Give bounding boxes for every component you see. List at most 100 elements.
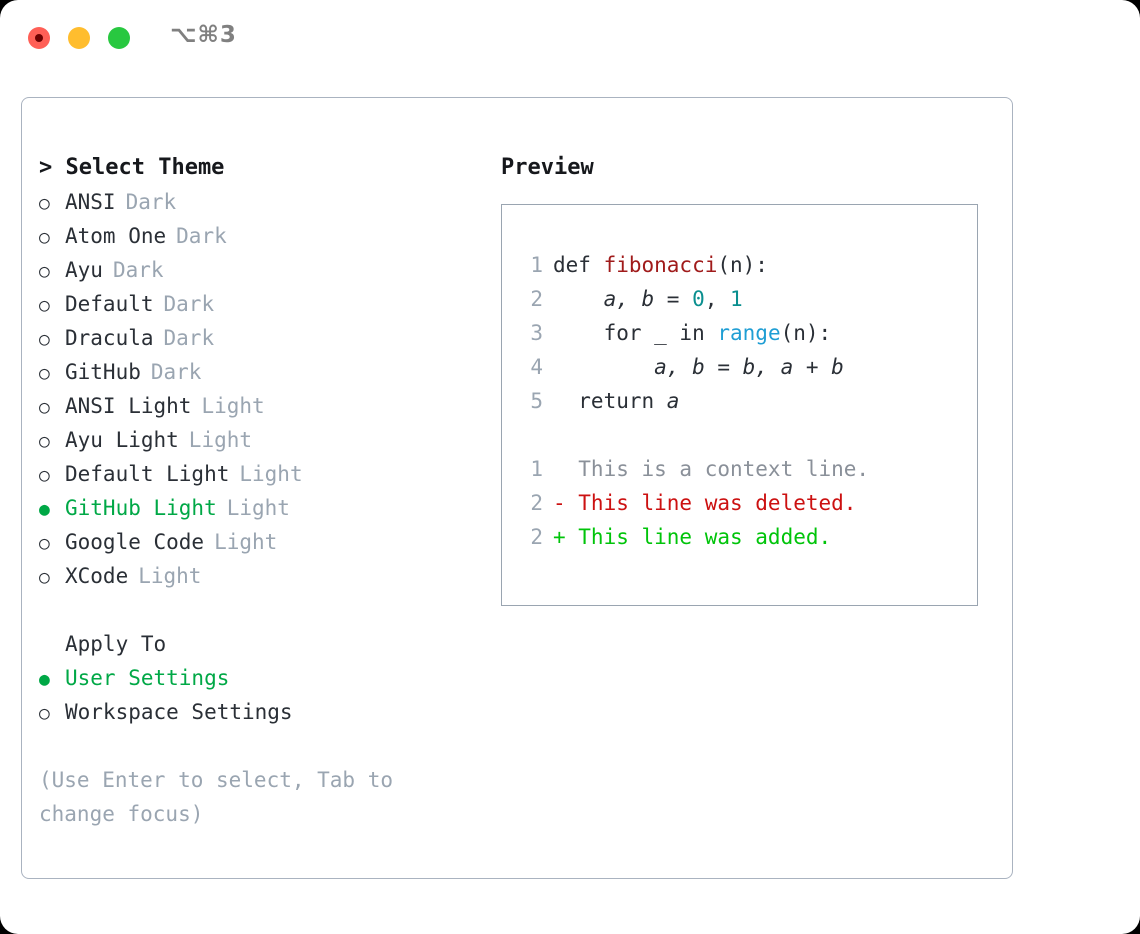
theme-option-label: GitHub Light — [65, 496, 217, 520]
theme-option-label: ANSI — [65, 190, 116, 214]
theme-option-xcode[interactable]: ○ XCode Light — [39, 559, 489, 593]
panel-spacer — [39, 593, 489, 627]
title-bar: ⌥⌘3 — [0, 0, 1140, 78]
radio-unselected-icon: ○ — [39, 193, 50, 214]
apply-to-option-label: Workspace Settings — [65, 700, 293, 724]
diff-text: - This line was deleted. — [553, 491, 857, 515]
diff-line-del: 2 - This line was deleted. — [515, 486, 971, 520]
apply-to-option-user-settings[interactable]: ● User Settings — [39, 661, 489, 695]
diff-text: + This line was added. — [553, 525, 832, 549]
code-token-num: 0 — [692, 287, 705, 311]
radio-unselected-icon: ○ — [39, 329, 50, 350]
apply-to-option-label: User Settings — [65, 666, 230, 690]
line-number: 1 — [530, 457, 543, 481]
code-line: 1 def fibonacci(n): — [515, 248, 971, 282]
radio-unselected-icon: ○ — [39, 703, 50, 724]
keyboard-shortcut-label: ⌥⌘3 — [170, 22, 237, 48]
minimize-window-button[interactable] — [68, 27, 90, 49]
line-number: 1 — [530, 253, 543, 277]
radio-unselected-icon: ○ — [39, 533, 50, 554]
code-token-var: a, b — [654, 355, 705, 379]
theme-option-google-code[interactable]: ○ Google Code Light — [39, 525, 489, 559]
radio-unselected-icon: ○ — [39, 567, 50, 588]
apply-to-heading-marker — [39, 629, 65, 663]
code-token-plain: def — [553, 253, 604, 277]
theme-variant-tag: Light — [239, 462, 303, 486]
code-token-plain — [553, 287, 604, 311]
theme-option-label: ANSI Light — [65, 394, 192, 418]
code-token-blue: range — [717, 321, 781, 345]
close-icon — [35, 34, 43, 42]
apply-to-heading-row: Apply To — [39, 627, 489, 661]
code-token-plain: return — [553, 389, 667, 413]
radio-unselected-icon: ○ — [39, 261, 50, 282]
code-token-plain: (n): — [717, 253, 768, 277]
maximize-window-button[interactable] — [108, 27, 130, 49]
radio-selected-icon: ● — [39, 499, 50, 520]
code-token-plain: (n): — [780, 321, 832, 345]
theme-variant-tag: Dark — [163, 326, 215, 350]
diff-text: This is a context line. — [553, 457, 870, 481]
theme-option-label: GitHub — [65, 360, 141, 384]
code-token-var: a — [666, 389, 680, 413]
apply-to-option-workspace-settings[interactable]: ○ Workspace Settings — [39, 695, 489, 729]
code-token-plain: = — [704, 355, 743, 379]
theme-option-label: Default Light — [65, 462, 230, 486]
line-number: 2 — [530, 491, 543, 515]
code-text: a, b = 0, 1 — [553, 282, 743, 316]
radio-unselected-icon: ○ — [39, 363, 50, 384]
select-theme-heading: > Select Theme — [39, 155, 225, 180]
radio-unselected-icon: ○ — [39, 431, 50, 452]
radio-unselected-icon: ○ — [39, 465, 50, 486]
code-token-plain: for _ in — [553, 321, 718, 345]
radio-selected-icon: ● — [39, 669, 50, 690]
diff-line-ctx: 1 This is a context line. — [515, 452, 971, 486]
code-text: def fibonacci(n): — [553, 248, 768, 282]
code-token-plain: , — [704, 287, 731, 311]
theme-option-github-light[interactable]: ● GitHub Light Light — [39, 491, 489, 525]
code-token-fn: fibonacci — [603, 253, 718, 277]
close-window-button[interactable] — [28, 27, 50, 49]
theme-option-label: Google Code — [65, 530, 205, 554]
apply-to-heading: Apply To — [65, 632, 167, 656]
theme-variant-tag: Light — [138, 564, 202, 588]
code-line: 2 a, b = 0, 1 — [515, 282, 971, 316]
theme-variant-tag: Light — [201, 394, 265, 418]
theme-variant-tag: Light — [214, 530, 278, 554]
keyboard-hint: (Use Enter to select, Tab to change focu… — [39, 768, 394, 826]
theme-option-label: XCode — [65, 564, 129, 588]
theme-variant-tag: Light — [226, 496, 290, 520]
line-number: 2 — [530, 525, 543, 549]
line-number: 3 — [530, 321, 543, 345]
line-number: 4 — [530, 355, 543, 379]
line-number: 2 — [530, 287, 543, 311]
theme-option-default-light[interactable]: ○ Default Light Light — [39, 457, 489, 491]
code-line: 5 return a — [515, 384, 971, 418]
line-number: 5 — [530, 389, 543, 413]
code-token-plain — [553, 355, 654, 379]
theme-variant-tag: Dark — [176, 224, 227, 248]
theme-option-label: Atom One — [65, 224, 167, 248]
code-text: return a — [553, 384, 679, 418]
theme-variant-tag: Dark — [112, 258, 164, 282]
theme-variant-tag: Dark — [163, 292, 215, 316]
radio-unselected-icon: ○ — [39, 295, 50, 316]
apply-to-list[interactable]: ● User Settings ○ Workspace Settings — [39, 661, 489, 729]
code-text: for _ in range(n): — [553, 316, 832, 350]
code-token-plain: = — [654, 287, 693, 311]
